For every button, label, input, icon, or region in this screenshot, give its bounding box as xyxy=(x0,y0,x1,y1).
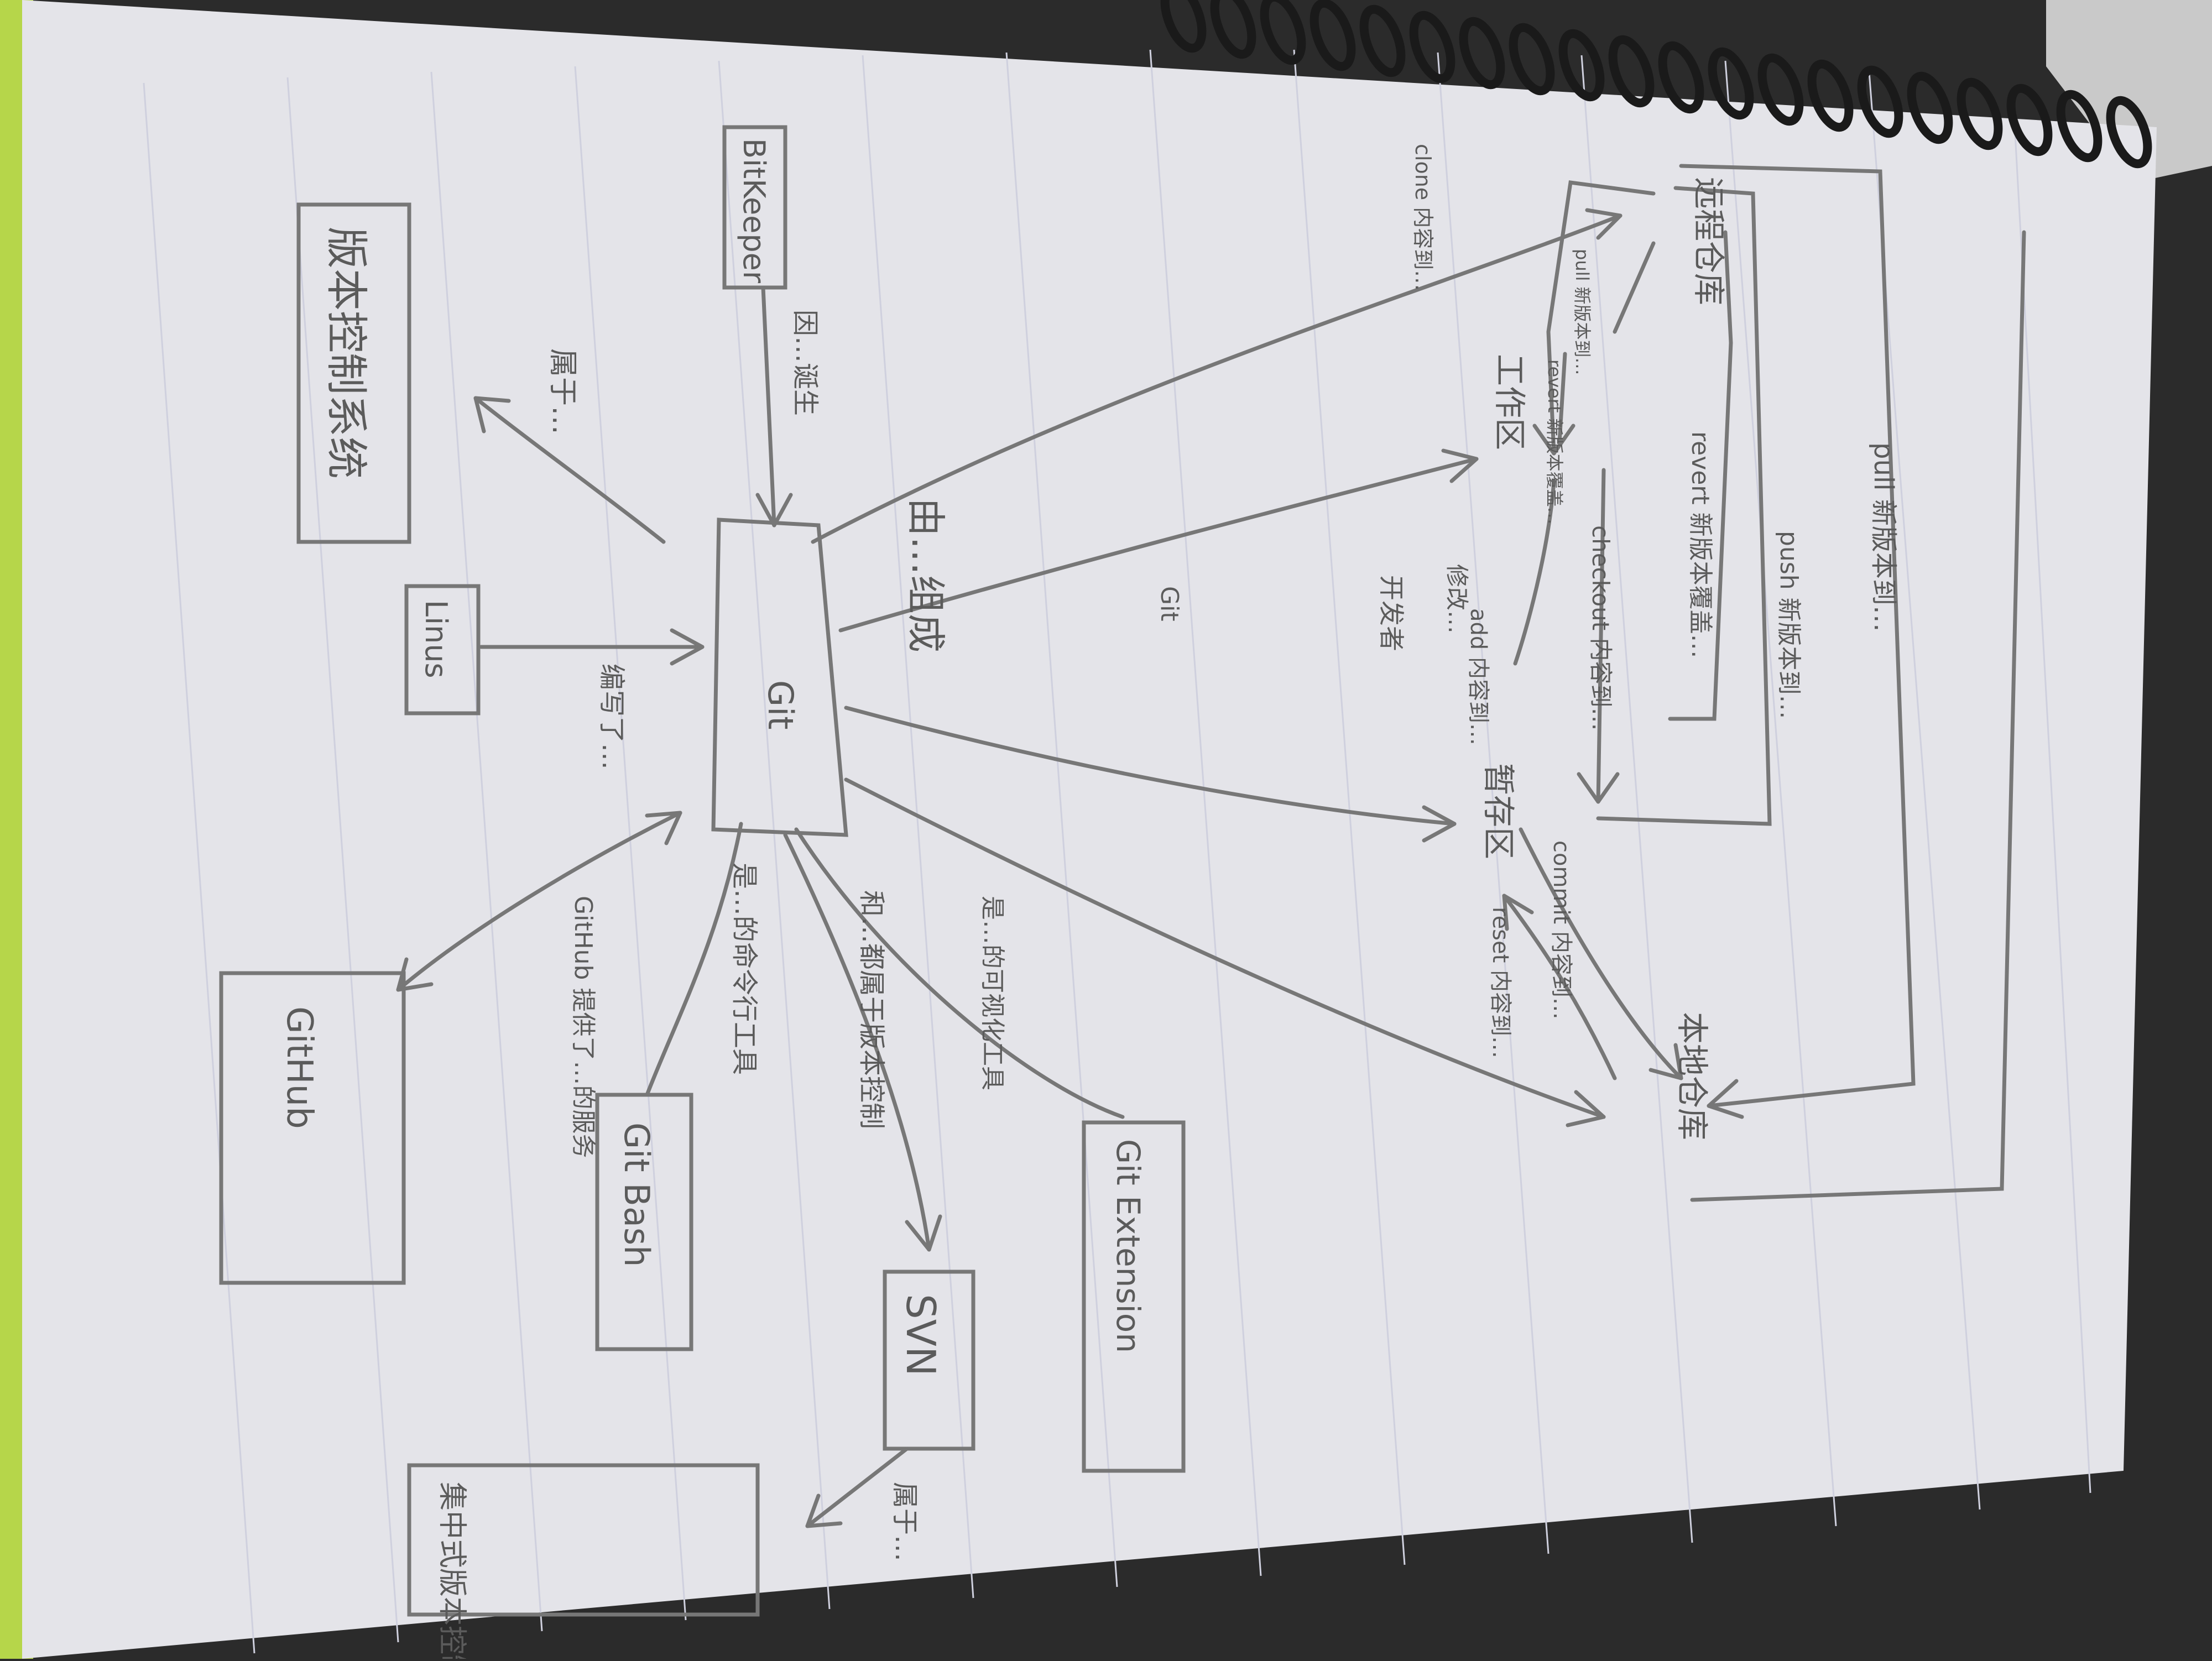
label-modify: 修改… xyxy=(1443,564,1470,634)
spiral-ring xyxy=(1658,41,1704,114)
spiral-ring xyxy=(1807,59,1854,132)
label-revert-small: revert 新版本覆盖… xyxy=(1544,359,1565,525)
node-centralized: 集中式版本控制系统 xyxy=(435,1482,468,1659)
node-linus: Linus xyxy=(419,600,453,678)
node-remote: 远程仓库 xyxy=(1690,177,1728,305)
clone-outer-loop xyxy=(1690,230,2026,1202)
label-push-new: push 新版本到… xyxy=(1775,531,1803,719)
loop-clone-left xyxy=(1546,180,1656,456)
label-checkout: checkout 内容到… xyxy=(1587,525,1614,731)
node-bitkeeper: BitKeeper xyxy=(737,138,771,284)
arrow-git-remote xyxy=(811,213,1623,544)
spiral-ring xyxy=(2056,90,2103,163)
arrow-git-local xyxy=(844,777,1606,1119)
spiral-ring xyxy=(1459,17,1505,90)
git-box xyxy=(711,518,848,837)
revert-branch xyxy=(1668,230,1733,721)
spiral-ring xyxy=(1409,11,1455,83)
centralized-box xyxy=(407,1463,760,1617)
node-github: GitHub xyxy=(279,1006,320,1129)
spiral-ring xyxy=(1857,65,1903,138)
arrow-bitkeeper-git xyxy=(761,285,776,527)
node-git: Git xyxy=(760,680,801,730)
label-ghost-git: Git xyxy=(1155,586,1183,621)
spiral-ring xyxy=(1359,4,1406,77)
reset-arrow xyxy=(1502,894,1617,1080)
ruled-lines xyxy=(143,49,2091,1654)
linus-box xyxy=(404,584,481,715)
spiral-ring xyxy=(1210,0,1256,59)
arrow-github-git xyxy=(396,811,682,992)
label-born: 因…诞生 xyxy=(790,310,821,416)
arrow-git-gitext xyxy=(794,827,1125,1119)
label-gitext-role: 是…的可视化工具 xyxy=(978,896,1006,1090)
node-gitbash: Git Bash xyxy=(617,1122,657,1267)
label-svn-belongs: 属于… xyxy=(889,1482,920,1561)
arrow-svn-centralized xyxy=(805,1446,909,1528)
label-clone: clone 内容到… xyxy=(1411,144,1435,291)
spiral-ring xyxy=(1608,35,1655,108)
label-developer: 开发者 xyxy=(1376,575,1406,651)
label-consists-of: 由…组成 xyxy=(903,498,948,652)
label-belongs: 属于… xyxy=(546,348,579,435)
bitkeeper-box xyxy=(722,125,787,290)
spiral-ring xyxy=(1708,47,1754,120)
label-github-role: GitHub 提供了…的服务 xyxy=(569,896,597,1158)
spiral-ring xyxy=(1957,77,2003,150)
github-box xyxy=(219,971,406,1285)
label-pull-small: pull 新版本到… xyxy=(1572,249,1593,375)
pull-to-workspace xyxy=(1557,352,1567,445)
spiral-ring xyxy=(1509,23,1555,96)
workspace-staging-line xyxy=(1596,468,1606,804)
label-svn-role: 和…都属于版本控制 xyxy=(856,890,887,1129)
arrow-git-vcs xyxy=(473,396,666,544)
spiral-binding xyxy=(1160,0,2152,169)
spiral-ring xyxy=(2106,96,2152,169)
svn-box xyxy=(883,1270,975,1451)
revert-to-workspace xyxy=(1613,241,1656,334)
gitbash-box xyxy=(595,1093,693,1351)
arrow-git-gitbash xyxy=(645,822,743,1097)
notebook-page xyxy=(22,0,2157,1659)
arrow-git-staging xyxy=(844,706,1457,826)
arrow-git-workspace xyxy=(838,457,1479,633)
node-vcs: 版本控制系统 xyxy=(322,227,371,479)
node-gitext: Git Extension xyxy=(1109,1139,1147,1353)
edge-labels: clone 内容到… pull 新版本到… push 新版本到… revert … xyxy=(546,144,1899,1561)
gitext-box xyxy=(1082,1120,1186,1473)
label-commit: commit 内容到… xyxy=(1548,840,1574,1020)
spiral-ring xyxy=(1757,53,1804,126)
pencil-strokes xyxy=(219,125,2026,1617)
node-workspace: 工作区 xyxy=(1491,354,1528,450)
label-gitbash-role: 是…的命令行工具 xyxy=(729,863,760,1075)
spiral-ring xyxy=(1558,29,1605,102)
label-pull-new: pull 新版本到… xyxy=(1868,442,1899,632)
spiral-ring xyxy=(1260,0,1306,65)
label-reset: reset 内容到… xyxy=(1488,907,1513,1058)
modify-branch xyxy=(1513,479,1556,666)
label-revert-top: revert 新版本覆盖… xyxy=(1686,431,1714,659)
node-labels: Git BitKeeper 版本控制系统 Linus GitHub Git Ba… xyxy=(279,138,1728,1661)
arrow-git-svn xyxy=(783,833,931,1252)
node-svn: SVN xyxy=(898,1294,944,1376)
node-local: 本地仓库 xyxy=(1673,1012,1711,1140)
spiral-ring xyxy=(1907,71,1953,144)
label-developed-by: 编写了… xyxy=(596,664,627,770)
commit-arrow xyxy=(1519,827,1683,1080)
push-loop xyxy=(1679,164,1916,1108)
spiral-ring xyxy=(1310,0,1356,71)
spiral-ring xyxy=(1160,0,1207,53)
pull-branch-inner xyxy=(1596,186,1772,826)
label-add: add 内容到… xyxy=(1465,608,1491,745)
vcs-box xyxy=(296,202,411,544)
node-staging: 暂存区 xyxy=(1480,763,1517,859)
spiral-ring xyxy=(2006,83,2053,156)
paper-corner xyxy=(2046,0,2212,182)
